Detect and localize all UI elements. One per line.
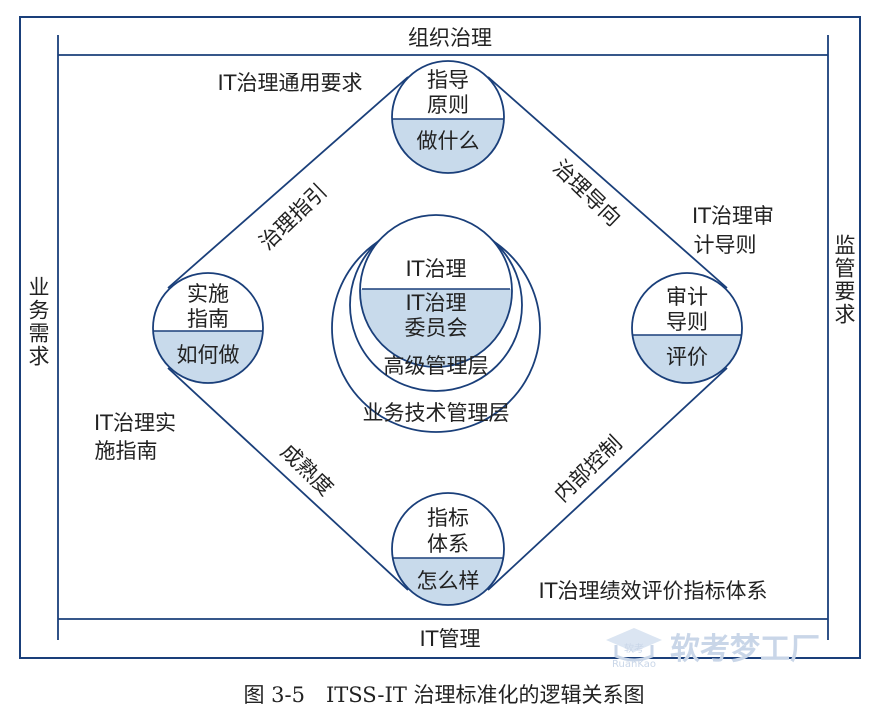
- figure-caption: 图 3-5 ITSS-IT 治理标准化的逻辑关系图: [243, 683, 644, 707]
- label-general-requirements: IT治理通用要求: [217, 71, 362, 95]
- node-guiding-principles: 指导 原则 做什么: [391, 60, 505, 174]
- frame-top-label: 组织治理: [408, 26, 492, 50]
- edge-line-top-right: [487, 76, 728, 289]
- node-left-lower: 如何做: [177, 343, 240, 367]
- edge-label-bottom-left: 成熟度: [276, 439, 338, 500]
- node-implementation-guide: 实施 指南 如何做: [152, 272, 264, 384]
- center-senior-management: 高级管理层: [384, 354, 489, 378]
- label-performance-index: IT治理绩效评价指标体系: [538, 579, 767, 603]
- center-committee-2: 委员会: [405, 316, 468, 340]
- label-audit-guide-line1: IT治理审: [692, 204, 774, 228]
- node-top-upper-1: 指导: [427, 68, 469, 92]
- node-left-upper-1: 实施: [187, 282, 229, 306]
- watermark: 软考 RuanKao 软考梦工厂: [606, 628, 820, 670]
- node-top-upper-2: 原则: [427, 93, 469, 117]
- circle-it-governance: [359, 214, 513, 368]
- center-it-governance: IT治理: [405, 257, 466, 281]
- watermark-sub1: 软考: [624, 642, 644, 655]
- center-business-management: 业务技术管理层: [363, 401, 510, 425]
- node-bottom-lower: 怎么样: [417, 569, 480, 593]
- center-committee-1: IT治理: [405, 291, 466, 315]
- label-audit-guide-line2: 计导则: [694, 233, 757, 257]
- node-right-upper-1: 审计: [666, 285, 708, 309]
- edge-label-top-left: 治理指引: [255, 179, 332, 255]
- node-right-lower: 评价: [666, 345, 708, 369]
- watermark-sub2: RuanKao: [612, 659, 656, 670]
- watermark-main: 软考梦工厂: [670, 632, 820, 667]
- edge-line-bottom-left: [167, 367, 409, 591]
- label-implementation-guide-line2: 施指南: [95, 439, 158, 463]
- edge-label-bottom-right: 内部控制: [550, 431, 627, 507]
- node-bottom-upper-2: 体系: [427, 532, 469, 556]
- node-left-upper-2: 指南: [187, 307, 229, 331]
- edge-label-top-right: 治理导向: [548, 155, 625, 231]
- frame-left-label: 业务需求: [26, 276, 50, 368]
- label-implementation-guide-line1: IT治理实: [94, 411, 176, 435]
- center-governance-circles: IT治理 IT治理 委员会 高级管理层 业务技术管理层: [331, 214, 541, 433]
- edge-line-top-left: [167, 76, 409, 289]
- frame-right-label: 监管要求: [832, 234, 856, 326]
- node-index-system: 指标 体系 怎么样: [391, 492, 505, 606]
- edge-line-bottom-right: [487, 367, 728, 591]
- node-audit-guide: 审计 导则 评价: [631, 272, 743, 384]
- frame-bottom-label: IT管理: [419, 627, 480, 651]
- node-right-upper-2: 导则: [666, 310, 708, 334]
- node-bottom-upper-1: 指标: [427, 506, 469, 530]
- outer-frame: [19, 16, 861, 659]
- node-top-lower: 做什么: [417, 129, 480, 153]
